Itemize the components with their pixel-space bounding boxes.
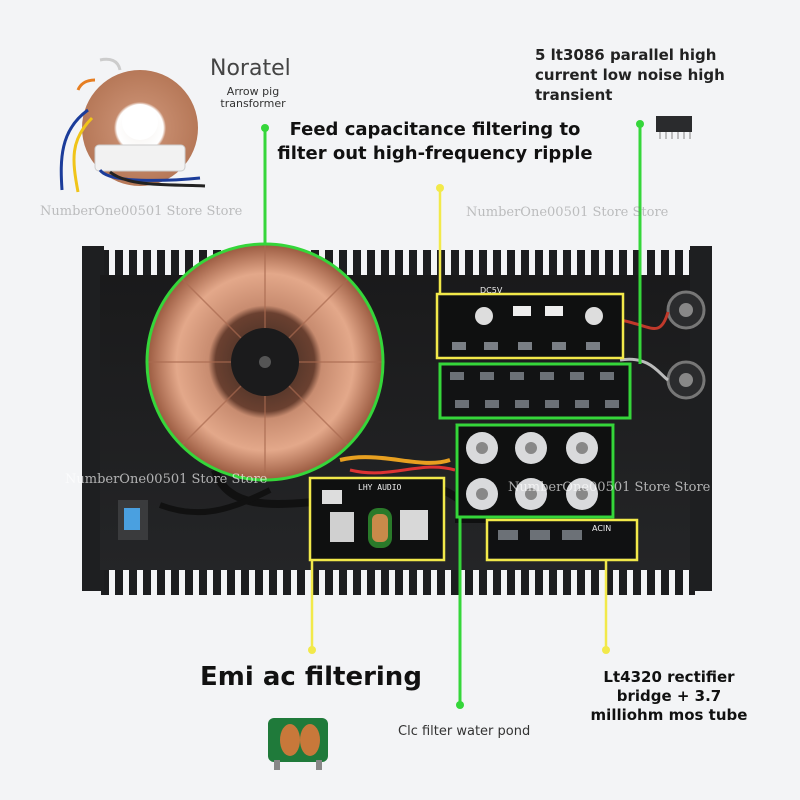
regulator-board-bottom: [440, 364, 630, 418]
emi-filter-label: Emi ac filtering: [200, 662, 422, 692]
watermark: NumberOne00501 Store Store: [508, 480, 711, 495]
watermark: NumberOne00501 Store Store: [466, 205, 669, 220]
watermark: NumberOne00501 Store Store: [65, 472, 268, 487]
board-silkscreen-acin: ACIN: [592, 524, 612, 533]
watermark: NumberOne00501 Store Store: [40, 204, 243, 219]
clc-filter-label: Clc filter water pond: [398, 724, 531, 739]
feed-capacitance-note: Feed capacitance filtering to filter out…: [277, 119, 593, 164]
yellow-annotations: [308, 188, 639, 650]
lt3086-chip-icon: [656, 116, 692, 132]
brand-label: Noratel: [210, 56, 291, 81]
green-annotations: [145, 124, 642, 705]
fuse: [124, 508, 140, 530]
transformer-sub-label: Arrow pig transformer: [220, 85, 286, 110]
chip-note: 5 lt3086 parallel high current low noise…: [535, 46, 725, 104]
chassis-left-wall: [82, 246, 104, 591]
board-silkscreen-lhy: LHY AUDIO: [358, 483, 402, 492]
board-silkscreen-dc: DC5V: [480, 286, 503, 295]
chassis-right-wall: [690, 246, 712, 591]
filter-capacitors: [466, 432, 598, 510]
emi-choke-inset: [268, 718, 328, 770]
rectifier-label: Lt4320 rectifier bridge + 3.7 milliohm m…: [590, 668, 748, 724]
